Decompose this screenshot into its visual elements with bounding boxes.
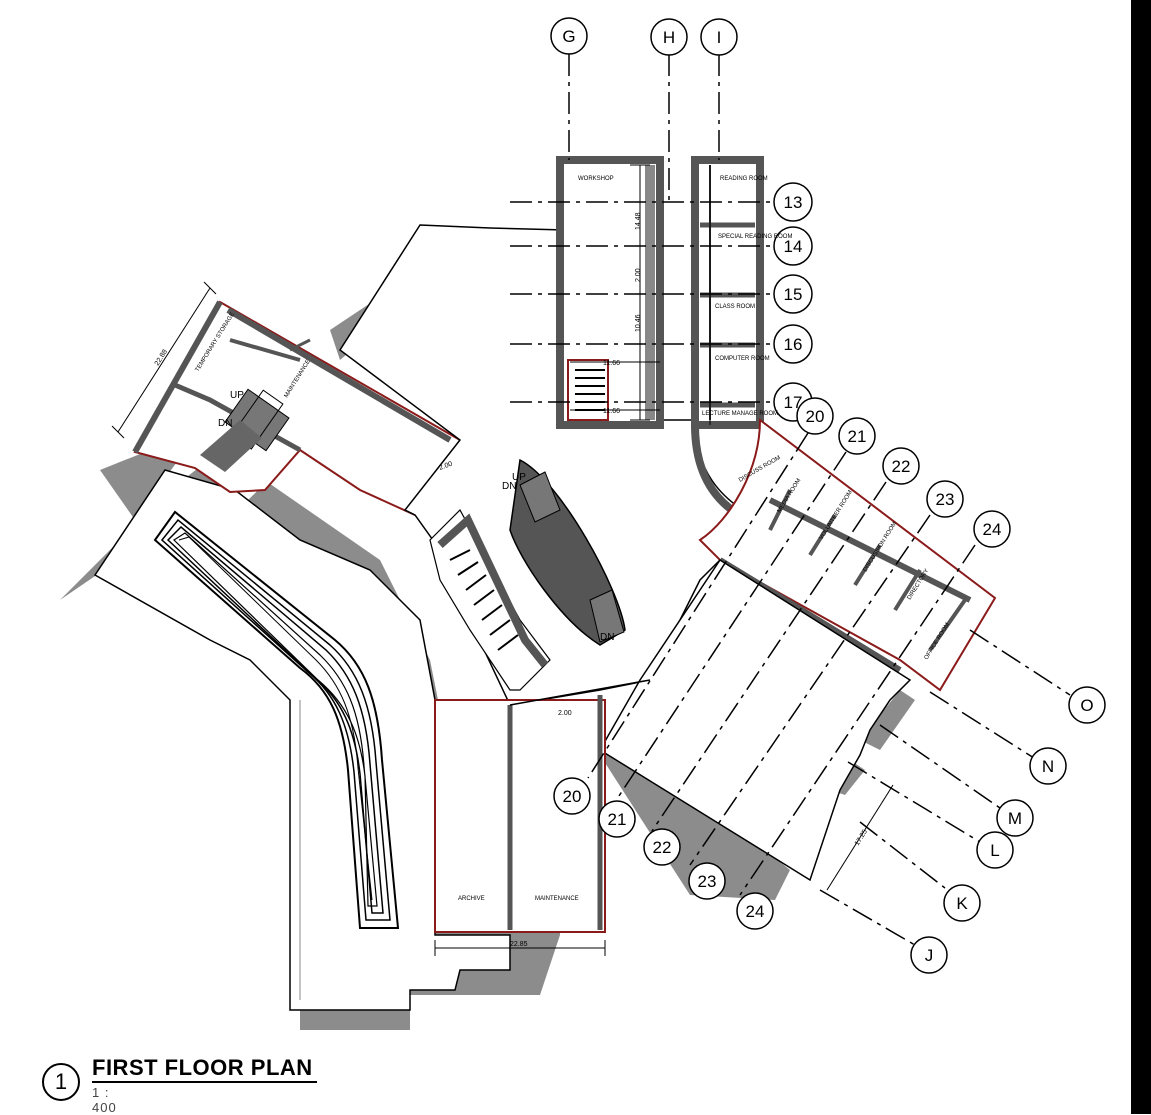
grid-label-20-top: 20 (806, 407, 825, 426)
grid-label-i: I (717, 28, 722, 47)
grid-marker-n (1029, 747, 1067, 785)
stair-up-center: UP (512, 472, 526, 483)
grid-label-20: 20 (563, 787, 582, 806)
room-label-class: CLASS ROOM (715, 304, 755, 310)
room-label-reading: READING ROOM (720, 176, 768, 182)
grid-label-21: 21 (608, 810, 627, 829)
dim-1166b: 11.66 (603, 408, 620, 415)
grid-marker-14 (773, 226, 813, 266)
grid-label-o: O (1080, 696, 1093, 715)
grid-label-l: L (990, 841, 999, 860)
grid-marker-16 (773, 324, 813, 364)
grid-label-j: J (925, 946, 934, 965)
grid-markers (550, 17, 1106, 974)
room-label-computer: COMPUTER ROOM (715, 356, 770, 362)
stair-dn-lower: DN (600, 632, 614, 643)
grid-label-23-top: 23 (936, 490, 955, 509)
grid-label-n: N (1042, 757, 1054, 776)
dim-200c: 2.00 (558, 710, 572, 717)
stair-up-left: UP (230, 390, 244, 401)
grid-label-22-top: 22 (892, 457, 911, 476)
grid-marker-21-top (838, 417, 876, 455)
dim-2288: 22.88 (154, 348, 169, 367)
grid-marker-k (943, 884, 981, 922)
grid-label-17: 17 (784, 393, 803, 412)
grid-label-m: M (1008, 809, 1022, 828)
dimension-lines (111, 164, 894, 956)
room-label-lecture: LECTURE MANAGE ROOM (702, 411, 778, 417)
dim-1166a: 11.66 (603, 360, 620, 367)
serpentine-bench (153, 510, 400, 929)
grid-marker-g (550, 17, 588, 55)
grid-marker-23 (688, 862, 726, 900)
grid-label-24-top: 24 (983, 520, 1002, 539)
grid-marker-h (650, 18, 688, 56)
right-edge-bar (1131, 0, 1151, 1114)
drawing-title: FIRST FLOOR PLAN (92, 1055, 317, 1083)
stair-labels: UP DN UP DN DN (218, 390, 614, 643)
central-hub (338, 224, 762, 706)
grid-label-13: 13 (784, 193, 803, 212)
grid-marker-22-top (882, 447, 920, 485)
room-label-maintenance: MAINTENANCE (535, 896, 579, 902)
grid-marker-22 (643, 828, 681, 866)
dim-1448: 14.48 (635, 212, 642, 230)
room-label-special-reading: SPECIAL READING ROOM (718, 234, 792, 240)
stair-dn-left: DN (218, 418, 232, 429)
dim-200b: 2.00 (438, 461, 453, 472)
grid-marker-i (700, 18, 738, 56)
storage-wing (132, 300, 462, 517)
room-label-archive: ARCHIVE (458, 896, 485, 902)
grid-marker-j (910, 936, 948, 974)
grid-marker-o (1068, 686, 1106, 724)
grid-lines (510, 54, 1071, 946)
room-label-workshop: WORKSHOP (578, 176, 614, 182)
grid-label-24: 24 (746, 902, 765, 921)
grid-label-15: 15 (784, 285, 803, 304)
left-wing (93, 469, 511, 1011)
grid-marker-20 (553, 777, 591, 815)
drawing-scale: 1 : 400 (92, 1085, 117, 1115)
grid-label-16: 16 (784, 335, 803, 354)
dim-2285: 22.85 (510, 941, 528, 948)
grid-marker-20-top (796, 397, 834, 435)
grid-label-g: G (562, 27, 575, 46)
grid-label-h: H (663, 28, 675, 47)
dim-200: 2.00 (635, 268, 642, 282)
dim-1725: 17.25 (854, 828, 869, 847)
grid-label-22: 22 (653, 838, 672, 857)
grid-marker-15 (773, 274, 813, 314)
grid-label-23: 23 (698, 872, 717, 891)
lower-wing (434, 679, 651, 933)
grid-marker-24 (736, 892, 774, 930)
grid-label-21-top: 21 (848, 427, 867, 446)
grid-marker-m (996, 799, 1034, 837)
grid-marker-23-top (926, 480, 964, 518)
top-wing (556, 156, 764, 529)
stair-dn-center: DN (502, 481, 516, 492)
grid-marker-l (976, 831, 1014, 869)
grid-label-k: K (956, 894, 968, 913)
grid-marker-21 (598, 800, 636, 838)
grid-marker-labels: G H I 13 14 15 16 17 20 21 22 23 24 20 2… (562, 27, 1093, 965)
grid-marker-24-top (973, 510, 1011, 548)
grid-marker-13 (773, 182, 813, 222)
dim-1046: 10.46 (635, 314, 642, 332)
drawing-number: 1 (42, 1063, 80, 1101)
grid-label-14: 14 (784, 237, 803, 256)
